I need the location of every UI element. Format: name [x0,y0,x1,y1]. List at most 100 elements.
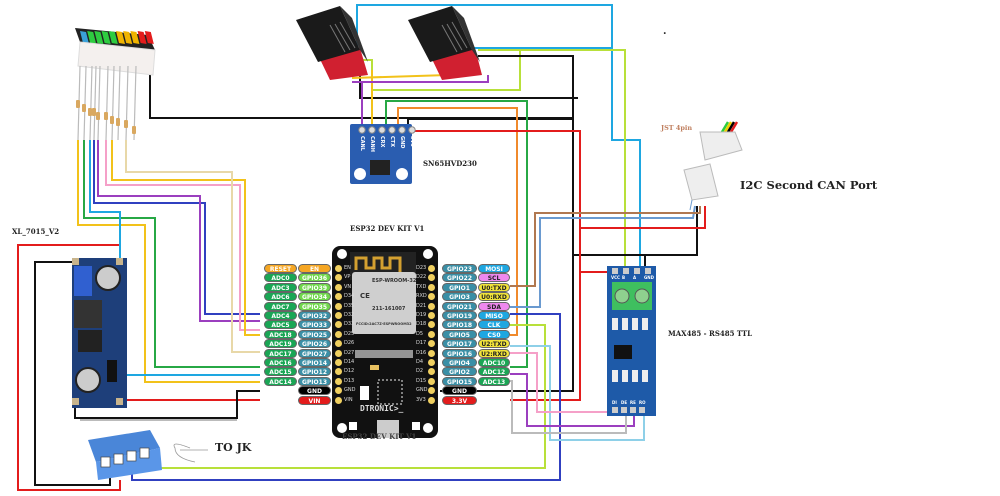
esp32-board-pin-label: D23 [416,265,427,271]
i2c-second-can-port-label: I2C Second CAN Port [740,178,878,192]
sn65-pin-gnd: GND [399,136,405,149]
esp32-board-pin-label: 3V3 [416,396,426,403]
esp32-ce-mark: CE [360,292,370,300]
led-pin [105,65,109,141]
bargraph-segment [137,31,147,44]
esp32-func-adc5: ADC5 [264,320,297,330]
esp32-func-adc3: ADC3 [264,282,297,292]
esp32-func-miso: MISO [478,311,510,320]
wire-pink [105,140,260,331]
xl7015-board [72,258,127,408]
esp32-func-adc17: ADC17 [264,348,297,358]
esp32-board-pin-label: D16 [416,349,427,356]
resistor [76,100,80,108]
esp32-pin-d27 [335,349,342,357]
wire-purple [362,75,489,83]
max485-pin-re: RE [630,400,636,405]
esp32-gpio-gpio13: GPIO13 [298,376,331,386]
wire-black [573,254,646,268]
sn65hvd230-label: SN65HVD230 [423,159,477,168]
bargraph-segment [123,31,133,44]
esp32-pin-3v3 [428,396,435,404]
esp32-gpio-gpio16: GPIO16 [442,348,477,358]
esp32-brand: DTRONIC>_ [360,404,404,413]
esp32-board-pin-label: D5 [416,330,424,337]
led-pin [111,65,115,141]
esp32-board-pin-label: VN [344,283,352,290]
esp32-gpio-gpio21: GPIO21 [442,301,477,311]
esp32-module-name: ESP-WROOM-32 [372,278,417,284]
esp32-board-pin-label: D14 [344,359,355,365]
esp32-func-mosi: MOSI [478,264,510,273]
esp32-gpio-gpio32: GPIO32 [298,311,331,320]
esp32-func-adc12: ADC12 [478,367,510,377]
esp32-board-pin-label: GND [416,387,428,394]
max485-pin-vcc: VCC [611,275,620,280]
esp32-pin-d21 [428,302,435,310]
bargraph-segment [87,31,97,44]
wire-brown [510,206,701,287]
esp32-func-scl: SCL [478,273,510,283]
esp32-board-pin-label: D15 [416,377,427,384]
led-pin [89,65,93,141]
esp32-pin-d15 [428,377,435,385]
jst-connector [683,121,743,211]
esp32-gpio-gpio27: GPIO27 [298,348,331,358]
bargraph-segments [80,31,154,44]
esp32-board-pin-label: D35 [344,302,355,309]
esp32-gpio-vin: VIN [298,395,331,405]
bargraph-segment [108,31,118,44]
esp32-board-pin-label: D33 [344,321,355,328]
wire-black [407,55,574,127]
esp32-board-pin-label: D25 [344,330,355,337]
wire-steel [510,205,696,308]
wire-blue [89,140,260,376]
jst-wire [729,121,739,133]
esp32-gpio-gpio1: GPIO1 [442,282,477,292]
resistor [88,108,92,116]
esp32-board-pin-label: D21 [416,302,427,309]
bargraph-segment [101,31,111,44]
jst-wire [720,121,730,133]
esp32-func-clk: CLK [478,320,510,330]
wire-pink [510,352,610,413]
led-pin [117,65,121,141]
esp32-gpio-gpio39: GPIO39 [298,282,331,292]
smd-component [612,318,618,330]
resistor [92,108,96,116]
resistor [110,116,114,124]
wire-orange [397,107,518,336]
esp32-board-pin-label: D32 [344,312,355,318]
bargraph-segment [116,31,125,44]
esp32-pin-vp [335,274,342,282]
max485-board [607,266,656,416]
max485-top-pin [612,268,618,274]
sn65-pin-crx: CRX [379,136,385,148]
max485-pin-gnd: GND [644,275,654,280]
wire-purple [510,373,635,427]
esp32-board-pin-label: D34 [344,293,355,300]
esp32-pin-d13 [335,377,342,385]
esp32-pin-d19 [428,312,435,319]
esp32-board-pin-label: D26 [344,340,355,347]
esp32-gpio-gpio26: GPIO26 [298,339,331,349]
sn65-pin-hole [378,126,386,134]
esp32-func-adc15: ADC15 [264,367,297,377]
resistor [132,126,136,134]
max485-label: MAX485 - RS485 TTL [668,329,753,338]
esp32-func-adc6: ADC6 [264,292,297,302]
resistor [124,120,128,128]
esp32-board-pin-label: D27 [344,349,355,356]
esp32-func-u0-rxd: U0:RXD [478,292,510,302]
sn65-pin-hole [398,126,406,134]
sn65-pin-canh: CANH [369,136,375,152]
smd-component [642,370,648,382]
wire-purple [97,140,260,322]
esp32-gpio-gpio22: GPIO22 [442,273,477,283]
esp32-gpio-gpio18: GPIO18 [442,320,477,330]
max485-pin-a: A [633,275,637,280]
bargraph-segment [130,31,140,44]
smd-component [632,318,638,330]
esp32-board-pin-label: D2 [416,368,424,375]
esp32-gpio-3.3v: 3.3V [442,395,477,405]
